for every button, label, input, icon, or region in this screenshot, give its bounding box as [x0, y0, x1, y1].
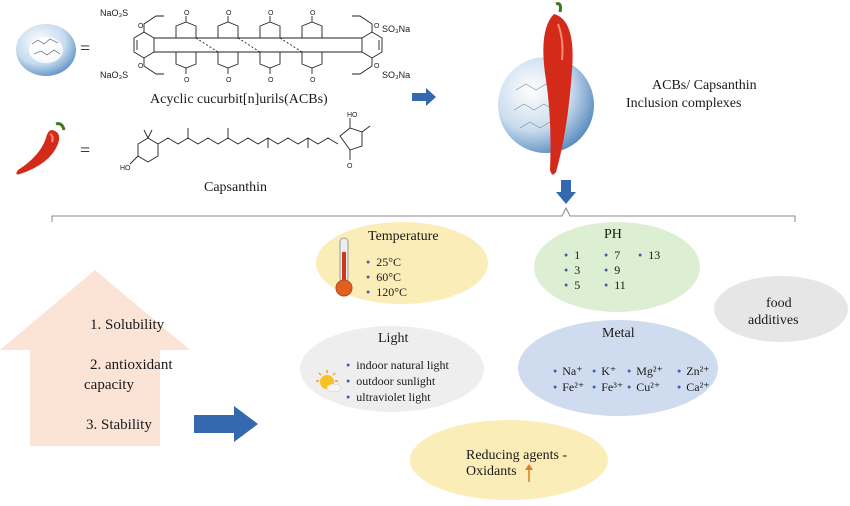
metal-item: Mg²⁺: [627, 364, 663, 379]
so3na-bottom-label: SO₃Na: [382, 70, 411, 80]
acb-label: Acyclic cucurbit[n]urils(ACBs): [150, 92, 328, 107]
metal-title: Metal: [602, 326, 635, 341]
svg-text:O: O: [138, 63, 144, 70]
up-arrow-icon: [525, 464, 533, 482]
properties-up-arrow: [0, 270, 190, 446]
light-item: outdoor sunlight: [346, 373, 449, 389]
svg-text:O: O: [310, 77, 316, 84]
capsanthin-label: Capsanthin: [204, 180, 267, 195]
temperature-item: 25°C: [366, 255, 407, 270]
ph-item: 7: [604, 248, 626, 263]
chili-pepper-icon: [16, 122, 66, 175]
metal-item: Fe³⁺: [592, 380, 623, 395]
ph-item: 5: [564, 278, 580, 293]
redox-line2: Oxidants: [466, 464, 517, 479]
light-item: ultraviolet light: [346, 389, 449, 405]
food-additives-line2: additives: [748, 313, 799, 328]
svg-text:O: O: [184, 10, 190, 17]
ph-item: 9: [604, 263, 626, 278]
svg-text:O: O: [310, 10, 316, 17]
redox-line1: Reducing agents -: [466, 448, 568, 463]
svg-text:O: O: [268, 10, 274, 17]
ph-title: PH: [604, 227, 622, 242]
arrow-down-icon: [556, 180, 576, 204]
redox-ellipse: [410, 420, 608, 500]
ph-item: 3: [564, 263, 580, 278]
ph-item: 13: [638, 248, 660, 263]
equals-sign-2: =: [80, 140, 91, 160]
ph-col1: 1 3 5: [564, 248, 580, 293]
property-antioxidant-line1: 2. antioxidant: [90, 357, 173, 373]
equals-sign: =: [80, 38, 91, 58]
ph-item: 1: [564, 248, 580, 263]
naso3s-top-label: NaO₃S: [100, 8, 129, 18]
metal-item: Na⁺: [553, 364, 582, 379]
svg-text:O: O: [226, 77, 232, 84]
svg-text:O: O: [226, 10, 232, 17]
light-title: Light: [378, 331, 409, 346]
sun-icon: [316, 370, 342, 393]
so3na-top-label: SO₃Na: [382, 24, 411, 34]
ph-col2: 7 9 11: [604, 248, 626, 293]
naso3s-bottom-label: NaO₃S: [100, 70, 129, 80]
light-item: indoor natural light: [346, 357, 449, 373]
food-additives-ellipse: [714, 276, 848, 342]
metal-item: Cu²⁺: [627, 380, 660, 395]
bracket-line: [51, 206, 796, 222]
food-additives-line1: food: [766, 296, 792, 311]
inclusion-complex-icon: [498, 2, 594, 175]
ph-col3: 13: [638, 248, 660, 263]
svg-text:O: O: [374, 23, 380, 30]
arrow-right-icon: [412, 88, 436, 106]
light-list: indoor natural light outdoor sunlight ul…: [346, 357, 449, 405]
svg-text:O: O: [138, 23, 144, 30]
metal-item: Ca²⁺: [677, 380, 709, 395]
temperature-item: 60°C: [366, 270, 407, 285]
acb-sphere-icon: [16, 24, 76, 76]
temperature-title: Temperature: [368, 229, 439, 244]
metal-item: Fe²⁺: [553, 380, 584, 395]
ph-item: 11: [604, 278, 626, 293]
temperature-list: 25°C 60°C 120°C: [366, 255, 407, 300]
thermometer-icon: [335, 237, 353, 297]
property-solubility: 1. Solubility: [90, 317, 165, 333]
svg-text:O: O: [347, 163, 353, 170]
svg-text:HO: HO: [347, 112, 358, 119]
svg-text:O: O: [268, 77, 274, 84]
svg-text:O: O: [184, 77, 190, 84]
property-antioxidant-line2: capacity: [84, 377, 134, 393]
acb-structure-diagram: O O O O O O O O O O O O: [133, 10, 383, 84]
capsanthin-structure-diagram: HO HO O: [120, 112, 371, 172]
temperature-item: 120°C: [366, 285, 407, 300]
property-stability: 3. Stability: [86, 417, 152, 433]
svg-text:HO: HO: [120, 165, 131, 172]
complex-label-line1: ACBs/ Capsanthin: [652, 78, 757, 93]
svg-text:O: O: [374, 63, 380, 70]
metal-item: Zn²⁺: [677, 364, 709, 379]
metal-item: K⁺: [592, 364, 616, 379]
complex-label-line2: Inclusion complexes: [626, 96, 742, 111]
arrow-right-large-icon: [194, 406, 258, 442]
